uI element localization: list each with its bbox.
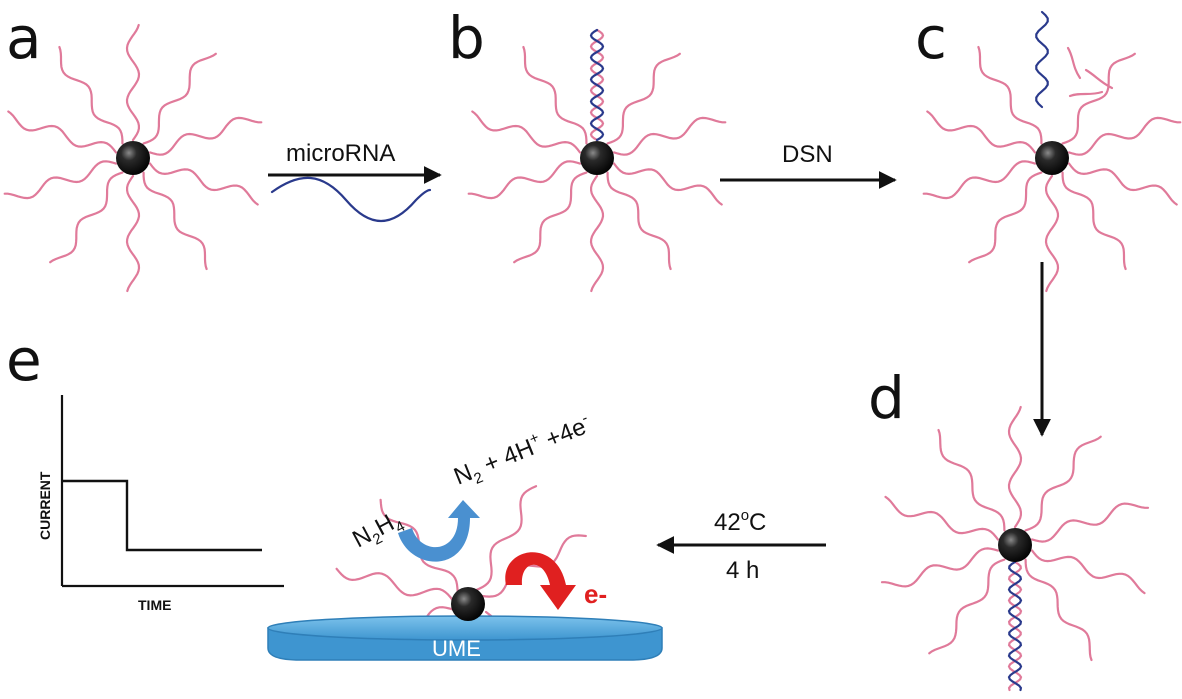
arrow-b-to-c: DSN	[720, 141, 897, 189]
microrna-strand-duplex	[589, 28, 605, 142]
nanoparticle-probe-b	[467, 28, 727, 293]
probe-strand	[471, 110, 581, 154]
released-microrna-strand	[1035, 10, 1049, 109]
probe-strand	[613, 116, 727, 156]
probe-strand	[1024, 435, 1102, 532]
probe-strand	[513, 171, 588, 264]
probe-strand	[3, 160, 117, 200]
cleaved-fragment	[1066, 46, 1082, 80]
nanoparticle	[998, 528, 1032, 562]
cleaved-fragment	[1068, 90, 1104, 98]
probe-strand	[1061, 171, 1127, 271]
reactant-hydrazine: N2H4	[348, 505, 408, 556]
probe-strand	[1068, 116, 1182, 156]
probe-strand	[926, 110, 1036, 154]
oxidation-arrow-icon	[398, 500, 480, 562]
microrna-strand	[270, 176, 432, 223]
nanoparticle-probe-c	[922, 10, 1182, 293]
reaction-products: N2 + 4H+ +4e-	[449, 409, 596, 494]
probe-strand	[937, 428, 1006, 532]
plot-y-label: CURRENT	[37, 471, 53, 540]
probe-strand	[968, 171, 1043, 264]
panel-letter-c: c	[915, 4, 947, 72]
probe-strand	[1068, 162, 1178, 206]
probe-strand	[589, 174, 605, 293]
probe-strand	[149, 162, 259, 206]
probe-strand	[1031, 502, 1150, 543]
probe-strand	[142, 171, 208, 271]
arrow-a-to-b: microRNA	[268, 140, 442, 223]
arrow-label-temperature: 42oC	[714, 507, 766, 536]
probe-strand	[474, 485, 538, 592]
probe-strand	[7, 110, 117, 154]
probe-strand	[880, 547, 999, 588]
nanoparticle-probe-d	[880, 405, 1150, 692]
probe-strand	[977, 45, 1043, 145]
probe-strand	[1044, 174, 1060, 293]
nanoparticle	[580, 141, 614, 175]
probe-strand	[884, 495, 999, 541]
probe-strand	[335, 567, 454, 601]
electron-label: e-	[584, 579, 607, 609]
current-trace	[62, 479, 262, 552]
ume-electrode-assembly: UME e- N2H4 N2 + 4H+ +4e-	[267, 409, 663, 661]
cleaved-fragment	[1084, 68, 1114, 90]
microrna-strand-duplex	[1007, 560, 1023, 692]
probe-strand	[606, 171, 672, 271]
arrow-label-dsn: DSN	[782, 141, 833, 168]
probe-strand	[922, 160, 1036, 200]
probe-strand	[1061, 52, 1136, 145]
probe-strand-duplex	[1007, 560, 1023, 692]
probe-strand	[149, 116, 263, 156]
probe-strand	[49, 171, 124, 264]
arrow-label-microrna: microRNA	[286, 140, 395, 167]
panel-letter-e: e	[6, 326, 42, 394]
probe-strand	[125, 174, 141, 293]
electron-transfer-arrow-icon	[505, 552, 576, 610]
probe-strand	[522, 45, 588, 145]
probe-strand	[58, 45, 124, 145]
arrow-d-to-e: 42oC 4 h	[656, 507, 826, 584]
probe-strand	[1024, 558, 1093, 662]
probe-strand	[613, 162, 723, 206]
ume-label: UME	[432, 636, 481, 661]
plot-x-label: TIME	[138, 597, 171, 613]
probe-strand	[606, 52, 681, 145]
arrow-label-time: 4 h	[726, 557, 759, 584]
probe-strand	[1007, 405, 1023, 529]
nanoparticle-on-electrode	[451, 587, 485, 621]
probe-strand	[125, 23, 141, 142]
nanoparticle-probe-a	[3, 23, 263, 293]
current-time-plot: TIME CURRENT	[37, 395, 284, 613]
nanoparticle	[1035, 141, 1069, 175]
probe-strand	[467, 160, 581, 200]
panel-letter-a: a	[6, 4, 42, 72]
probe-strand	[480, 534, 587, 598]
panel-letter-d: d	[868, 364, 905, 432]
probe-strand	[142, 52, 217, 145]
nanoparticle	[116, 141, 150, 175]
probe-strand	[928, 558, 1006, 655]
probe-strand	[1031, 549, 1146, 595]
panel-letter-b: b	[448, 4, 485, 72]
